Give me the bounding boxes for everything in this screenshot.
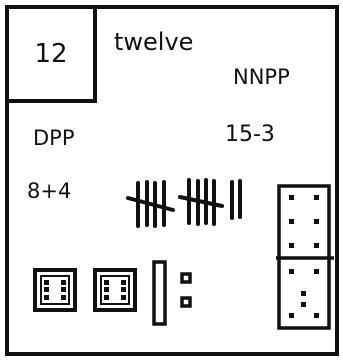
unit-cube <box>182 274 190 282</box>
unit-cube <box>182 298 190 306</box>
ten-rod <box>154 262 165 324</box>
